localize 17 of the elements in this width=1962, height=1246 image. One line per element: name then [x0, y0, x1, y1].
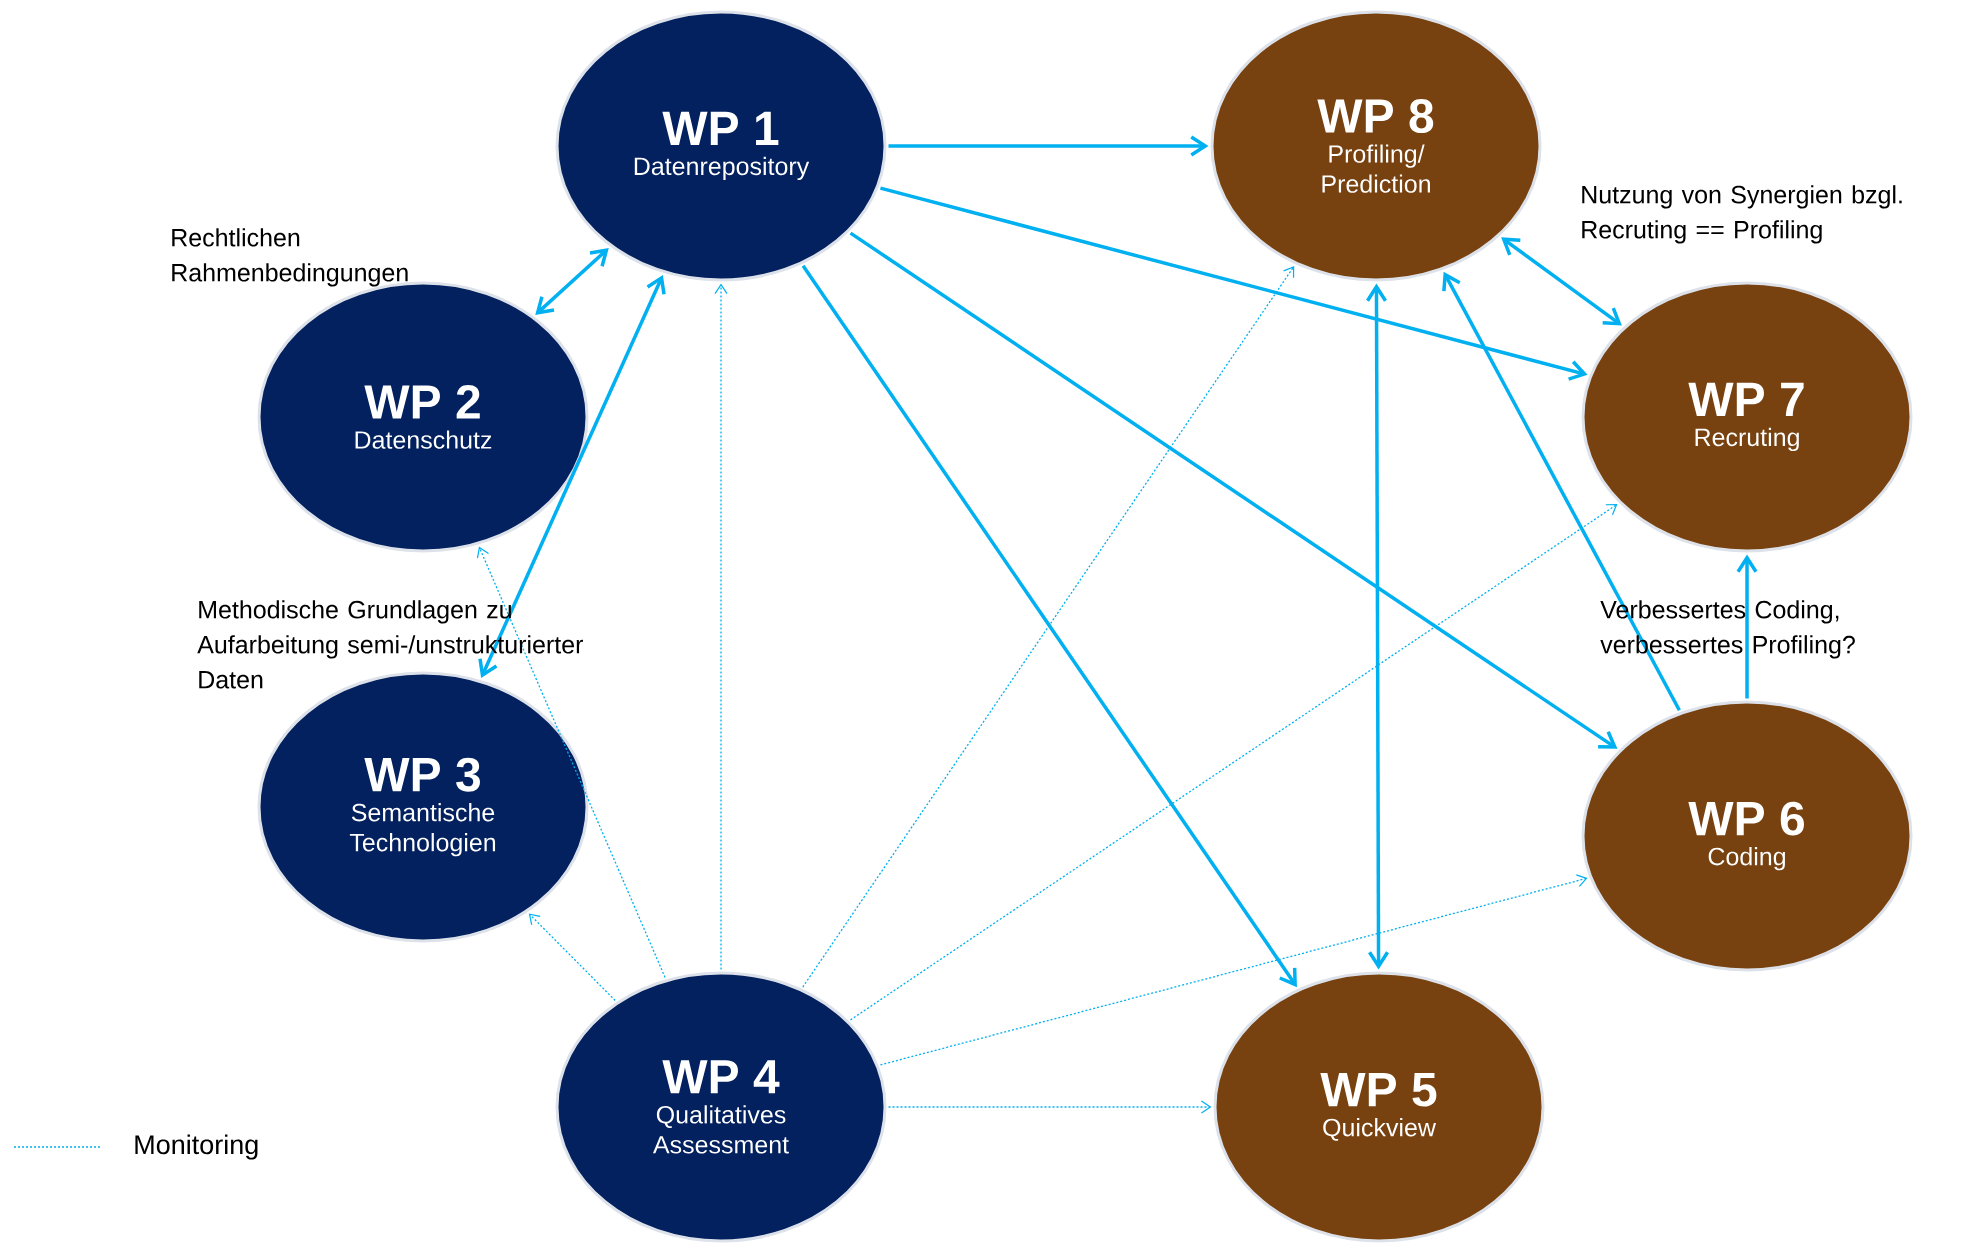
arrow: [879, 874, 1588, 1066]
arrow: [849, 504, 1618, 1021]
arrow: [1442, 271, 1681, 712]
arrow: [528, 913, 616, 1002]
arrow: [1501, 237, 1622, 326]
arrow: [1736, 554, 1758, 699]
arrow: [535, 248, 609, 315]
arrow: [887, 1100, 1212, 1114]
note-text: Nutzung von Synergien bzgl. Recruting == Profiling: [1582, 185, 1902, 244]
arrow: [714, 283, 728, 971]
arrow: [880, 186, 1588, 381]
arrow: [888, 135, 1209, 157]
arrow: [476, 546, 666, 979]
arrow: [478, 274, 666, 679]
arrow: [1366, 283, 1389, 970]
legend-text: Monitoring: [135, 1134, 258, 1160]
arrow: [849, 231, 1618, 749]
